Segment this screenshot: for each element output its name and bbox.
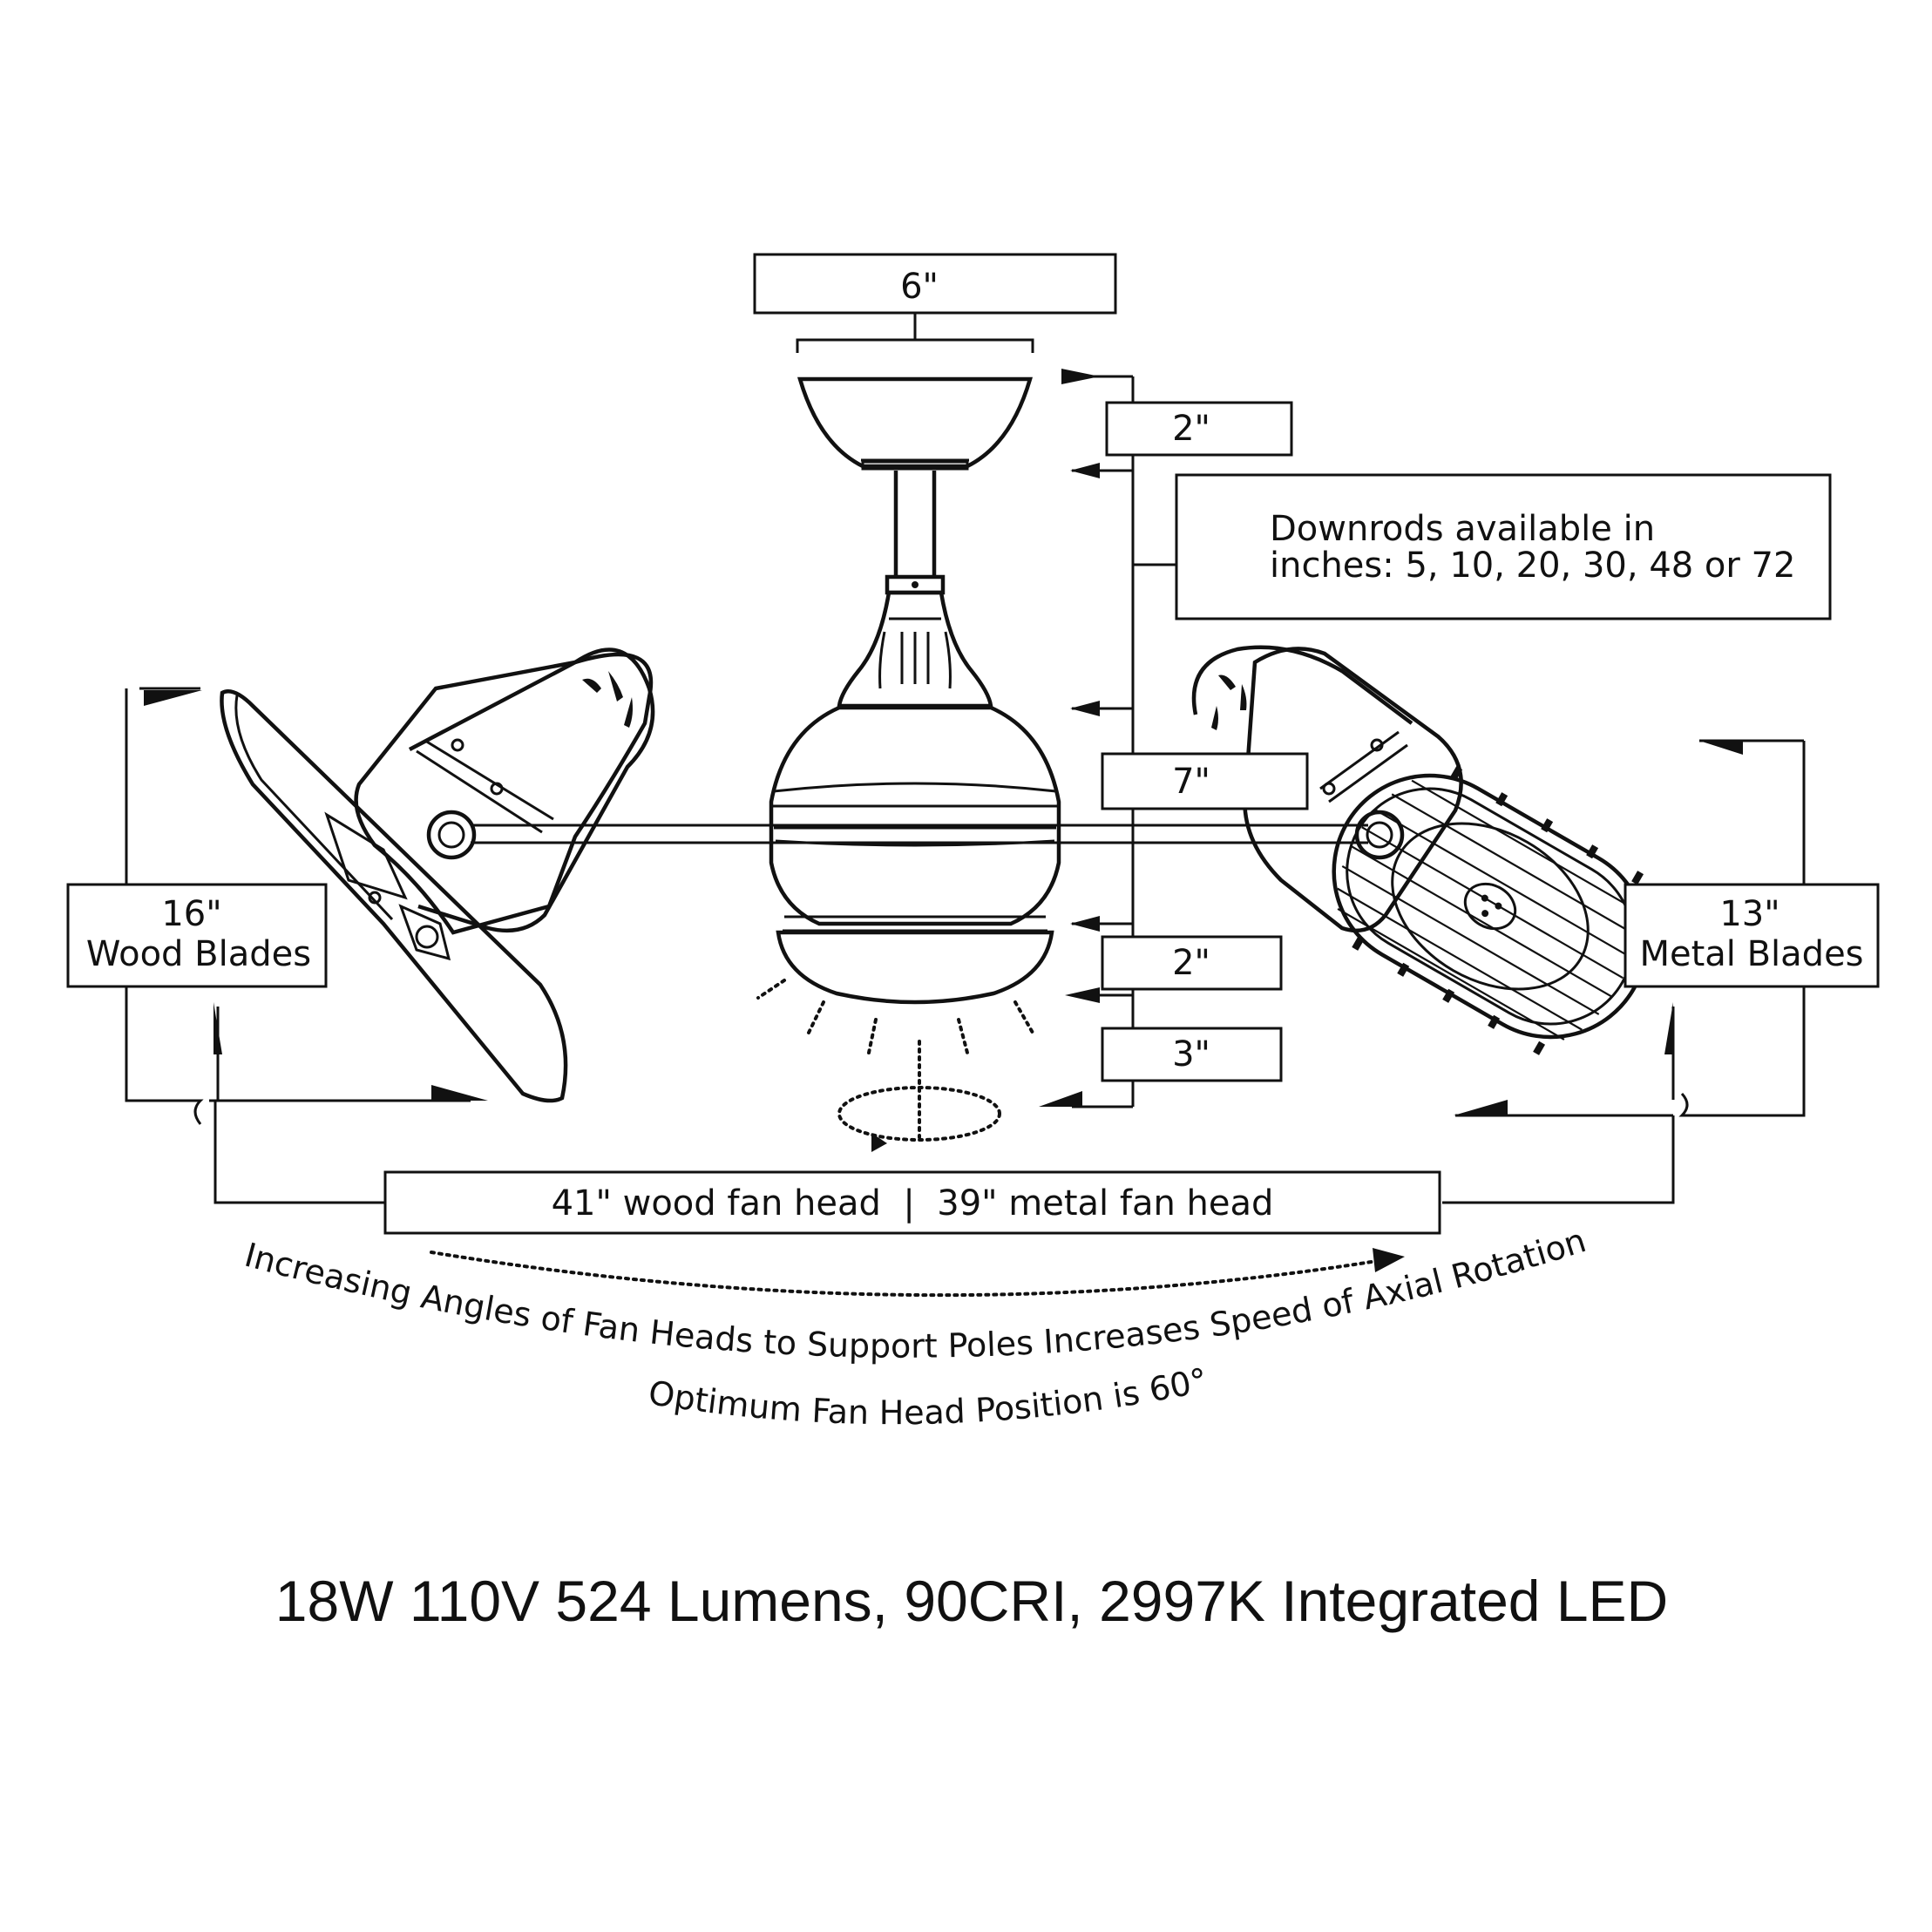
canopy: [797, 376, 1034, 469]
wood-blade: [220, 689, 568, 1103]
canopy-height-label: 2": [1172, 409, 1210, 449]
wood-blade-size-label: 16": [161, 894, 221, 934]
motor-housing: [769, 705, 1061, 926]
canopy-width-label: 6": [900, 267, 939, 307]
metal-blade-label: Metal Blades: [1639, 934, 1863, 974]
wood-blade-label: Wood Blades: [86, 934, 311, 974]
light-height-label: 2": [1172, 943, 1210, 983]
light-rays: [756, 979, 1034, 1054]
downrod: [893, 471, 937, 577]
wood-fan-head: [220, 647, 655, 1103]
fan-head-span-label: 41" wood fan head | 39" metal fan head: [552, 1183, 1274, 1224]
downrod-note-line1: Downrods available in: [1270, 509, 1655, 549]
label-boxes: 6" 2" Downrods available in inches: 5, 1…: [66, 253, 1880, 1235]
led-spec-line: 18W 110V 524 Lumens, 90CRI, 2997K Integr…: [275, 1569, 1668, 1633]
rotation-note: Increasing Angles of Fan Heads to Suppor…: [241, 1221, 1590, 1366]
optimum-position-note: Optimum Fan Head Position is 60°: [646, 1360, 1210, 1432]
rotation-height-label: 3": [1172, 1034, 1210, 1074]
downrod-note-line2: inches: 5, 10, 20, 30, 48 or 72: [1270, 546, 1795, 586]
metal-blade-size-label: 13": [1719, 894, 1779, 934]
light-dome: [776, 930, 1054, 1005]
fan-body: [471, 376, 1368, 1152]
rotation-icon: [837, 1040, 1001, 1152]
metal-fan-head: [1191, 645, 1649, 1055]
support-bar: [471, 824, 1368, 844]
motor-height-label: 7": [1172, 762, 1210, 802]
metal-cage: [1332, 773, 1649, 1040]
